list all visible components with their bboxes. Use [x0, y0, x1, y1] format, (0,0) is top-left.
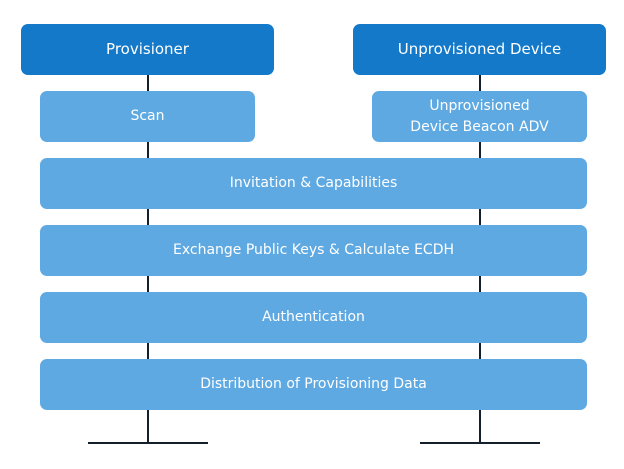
- beacon-label-line1: Unprovisioned: [429, 97, 530, 114]
- authentication-label: Authentication: [262, 309, 365, 325]
- provisioner-label: Provisioner: [106, 40, 189, 58]
- device-lifeline-end: [420, 442, 540, 444]
- distribution-step: Distribution of Provisioning Data: [40, 359, 587, 410]
- beacon-step: Unprovisioned Device Beacon ADV: [372, 91, 587, 142]
- scan-step: Scan: [40, 91, 255, 142]
- scan-label: Scan: [130, 108, 165, 124]
- exchange-keys-label: Exchange Public Keys & Calculate ECDH: [173, 242, 454, 258]
- invitation-step: Invitation & Capabilities: [40, 158, 587, 209]
- provisioner-box: Provisioner: [21, 24, 274, 75]
- provisioner-lifeline-end: [88, 442, 208, 444]
- authentication-step: Authentication: [40, 292, 587, 343]
- invitation-label: Invitation & Capabilities: [229, 175, 398, 191]
- exchange-keys-step: Exchange Public Keys & Calculate ECDH: [40, 225, 587, 276]
- unprovisioned-device-box: Unprovisioned Device: [353, 24, 606, 75]
- distribution-label: Distribution of Provisioning Data: [200, 376, 427, 392]
- beacon-label-line2: Device Beacon ADV: [410, 118, 549, 135]
- unprovisioned-device-label: Unprovisioned Device: [397, 40, 562, 58]
